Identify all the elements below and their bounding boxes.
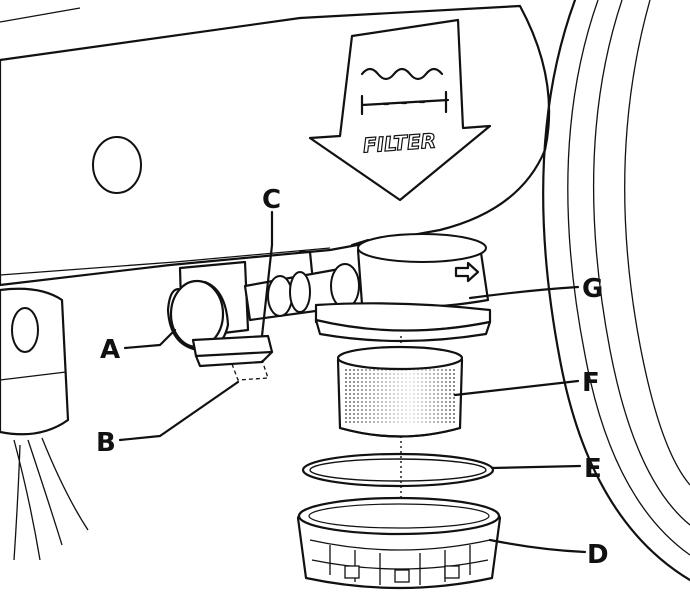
filter-head-g — [314, 233, 492, 343]
leader-line-d — [488, 538, 587, 554]
side-brush — [0, 287, 89, 561]
filter-screen-f — [336, 345, 464, 438]
label-b: B — [96, 428, 116, 458]
leader-line-g — [468, 285, 580, 300]
label-d: D — [587, 540, 609, 570]
housing-seam-line — [0, 247, 331, 276]
label-a: A — [100, 335, 120, 365]
valve-knob-a — [169, 279, 225, 349]
water-waves-icon — [360, 67, 444, 81]
leader-line-c — [260, 210, 274, 338]
direction-arrow-icon — [454, 261, 480, 283]
leader-line-f — [453, 379, 580, 397]
valve-assembly — [166, 238, 374, 381]
label-c: C — [262, 185, 281, 215]
label-e: E — [584, 454, 602, 484]
housing-edge-line — [0, 7, 81, 23]
label-g: G — [582, 274, 603, 304]
leader-line-e — [490, 464, 582, 470]
leader-line-b — [118, 380, 240, 442]
filter-sign-text: FILTER — [362, 128, 437, 157]
filter-sign: FILTER — [308, 18, 492, 202]
water-inlet-icon — [360, 90, 450, 116]
filter-bowl-d — [296, 496, 502, 590]
housing-hole — [92, 136, 142, 194]
label-f: F — [582, 368, 600, 398]
o-ring-e — [301, 452, 495, 488]
wheel — [542, 0, 690, 582]
leader-line-a — [123, 328, 177, 350]
